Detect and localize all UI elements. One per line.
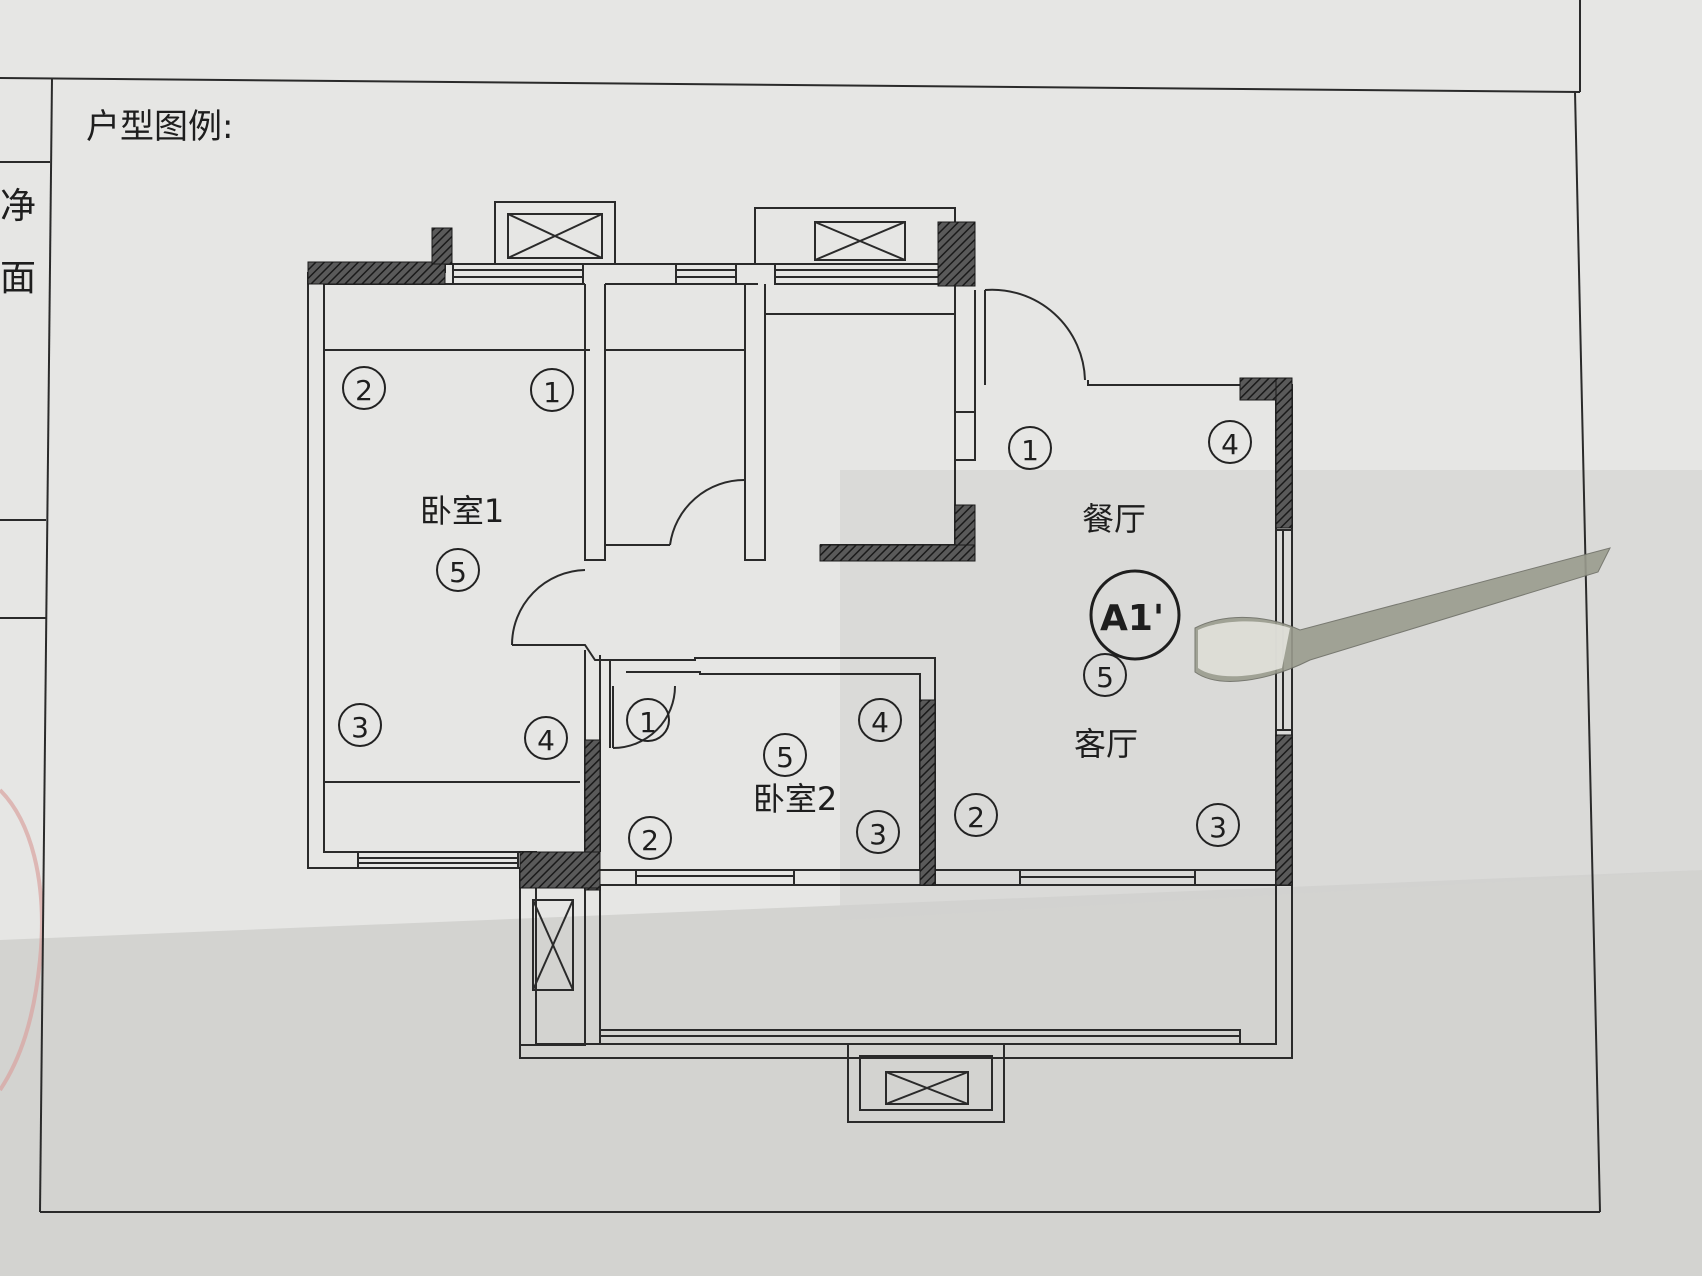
svg-text:3: 3 xyxy=(351,711,369,744)
room-label-bedroom2: 卧室2 xyxy=(753,780,837,818)
stamp-arc xyxy=(0,788,44,1092)
unit-tag-circle xyxy=(1089,569,1181,661)
svg-text:1: 1 xyxy=(639,706,657,739)
marker: 1 xyxy=(626,698,670,742)
svg-text:2: 2 xyxy=(355,374,373,407)
svg-text:5: 5 xyxy=(449,556,467,589)
torn-paper-scrap xyxy=(1194,547,1611,682)
svg-text:5: 5 xyxy=(776,741,794,774)
room-label-living: 客厅 xyxy=(1074,725,1138,763)
marker: 5 xyxy=(436,548,480,592)
svg-text:2: 2 xyxy=(641,824,659,857)
marker: 3 xyxy=(338,703,382,747)
torn-paper-highlight xyxy=(1198,621,1290,677)
svg-text:3: 3 xyxy=(869,818,887,851)
svg-text:2: 2 xyxy=(967,801,985,834)
structural-walls xyxy=(307,221,1293,891)
marker: 3 xyxy=(856,810,900,854)
room-label-dining: 餐厅 xyxy=(1082,500,1146,538)
marker: 4 xyxy=(1208,420,1252,464)
left-column-char-2: 面 xyxy=(0,258,36,299)
svg-text:5: 5 xyxy=(1096,661,1114,694)
svg-text:1: 1 xyxy=(543,376,561,409)
svg-text:4: 4 xyxy=(1221,428,1239,461)
marker: 4 xyxy=(524,716,568,760)
marker: 4 xyxy=(858,698,902,742)
shadow xyxy=(0,870,1702,1276)
numbered-markers: 2 1 5 3 4 1 4 5 2 3 1 5 4 2 3 xyxy=(338,366,1252,860)
marker: 3 xyxy=(1196,803,1240,847)
marker: 2 xyxy=(954,793,998,837)
marker: 5 xyxy=(763,733,807,777)
svg-text:4: 4 xyxy=(537,724,555,757)
left-column-char-1: 净 xyxy=(0,186,36,227)
legend-title: 户型图例: xyxy=(86,107,233,147)
svg-text:4: 4 xyxy=(871,706,889,739)
marker: 1 xyxy=(1008,426,1052,470)
svg-text:3: 3 xyxy=(1209,811,1227,844)
marker: 5 xyxy=(1083,653,1127,697)
marker: 2 xyxy=(628,816,672,860)
room-label-bedroom1: 卧室1 xyxy=(420,492,504,530)
unit-tag: A1' xyxy=(1100,598,1164,639)
marker: 1 xyxy=(530,368,574,412)
table-frame xyxy=(0,0,1601,1213)
marker: 2 xyxy=(342,366,386,410)
svg-text:1: 1 xyxy=(1021,434,1039,467)
